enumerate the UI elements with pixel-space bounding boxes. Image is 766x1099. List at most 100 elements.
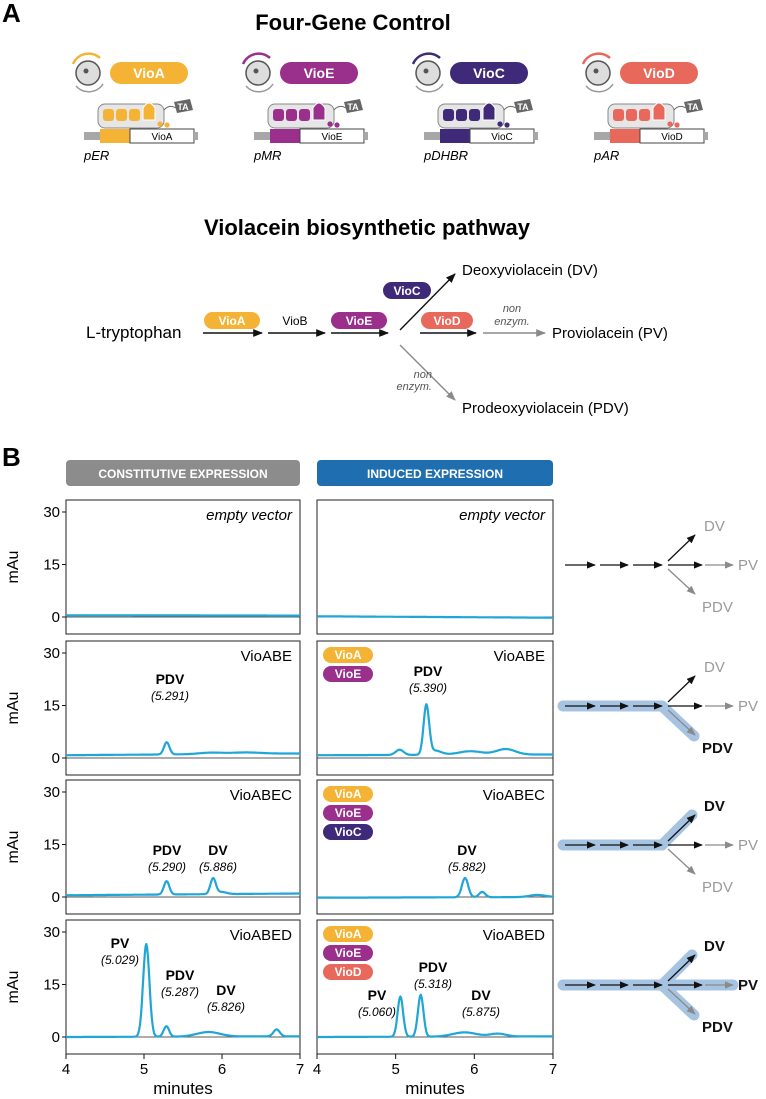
protein-domain bbox=[626, 109, 637, 121]
pathway-chip-vioa-label: VioA bbox=[218, 314, 245, 328]
enzyme-chip bbox=[323, 926, 373, 942]
protein-domain bbox=[129, 109, 140, 121]
y-tick-label: 15 bbox=[43, 557, 60, 574]
ligand-pocket bbox=[312, 102, 326, 121]
pv-product: Proviolacein (PV) bbox=[552, 325, 668, 342]
gene-block-label: VioA bbox=[152, 132, 173, 143]
promoter-block bbox=[100, 129, 130, 143]
pathway-arrow-dv bbox=[399, 273, 456, 331]
chromatogram-trace bbox=[65, 877, 301, 897]
enzyme-chip-label: VioC bbox=[473, 65, 505, 81]
promoter-block bbox=[440, 129, 470, 143]
enzyme-chip bbox=[323, 824, 373, 840]
peak-name-label: DV bbox=[216, 982, 236, 998]
enzyme-chip-label: VioE bbox=[335, 946, 361, 960]
plot-frame bbox=[316, 919, 554, 1055]
pathway-chip-vioc bbox=[383, 282, 431, 299]
schematic-arrow-pdv bbox=[667, 988, 696, 1015]
chromatogram-trace bbox=[316, 993, 554, 1039]
linker bbox=[673, 105, 687, 111]
peak-rt-label: (5.318) bbox=[414, 977, 452, 991]
y-tick-label: 15 bbox=[43, 698, 60, 715]
peak-name-label: PDV bbox=[166, 967, 195, 983]
enzyme-chip bbox=[110, 62, 188, 84]
ligand-dot bbox=[334, 122, 340, 128]
enzyme-chip-label: VioE bbox=[335, 667, 361, 681]
x-tick-label: 4 bbox=[313, 1061, 321, 1078]
y-tick-label: 30 bbox=[43, 924, 60, 941]
ligand-dot bbox=[164, 122, 170, 128]
schematic-arrow-dv bbox=[667, 534, 696, 562]
enzyme-chip bbox=[620, 62, 698, 84]
peak-rt-label: (5.290) bbox=[148, 860, 186, 874]
plot-frame bbox=[316, 640, 554, 776]
construct-label: VioABEC bbox=[483, 787, 545, 804]
construct-label: VioABEC bbox=[230, 787, 292, 804]
cell-icon bbox=[585, 60, 611, 86]
enzyme-chip-label: VioA bbox=[133, 65, 165, 81]
schematic-arrow-pdv bbox=[667, 709, 696, 736]
construct-label: VioABED bbox=[483, 927, 545, 944]
peak-name-label: DV bbox=[208, 842, 228, 858]
y-tick-label: 30 bbox=[43, 504, 60, 521]
schematic-arrow-pdv bbox=[667, 848, 696, 875]
peak-name-label: DV bbox=[471, 987, 491, 1003]
ta-domain bbox=[514, 99, 533, 113]
protein-domain bbox=[103, 109, 114, 121]
y-tick-label: 0 bbox=[52, 1029, 60, 1046]
chromatogram-row: mAu30150VioABEDPV(5.029)PDV(5.287)DV(5.8… bbox=[5, 919, 758, 1055]
chromatogram-trace bbox=[65, 942, 301, 1039]
schematic-dv-label: DV bbox=[704, 659, 725, 676]
cell-icon bbox=[245, 60, 271, 86]
plot-frame bbox=[316, 779, 554, 915]
x-tick-label: 5 bbox=[391, 1061, 399, 1078]
plot-frame bbox=[65, 499, 301, 635]
x-tick-label: 7 bbox=[549, 1061, 557, 1078]
peak-rt-label: (5.826) bbox=[207, 1000, 245, 1014]
enzyme-chip bbox=[280, 62, 358, 84]
panel-a-title: Four-Gene Control bbox=[255, 10, 451, 35]
enzyme-chip-label: VioC bbox=[334, 825, 361, 839]
promoter-block bbox=[270, 129, 300, 143]
ta-domain bbox=[344, 99, 363, 113]
promoter-label: pAR bbox=[593, 148, 619, 163]
ta-domain bbox=[684, 99, 703, 113]
peak-rt-label: (5.060) bbox=[358, 1005, 396, 1019]
pathway-viob-label: VioB bbox=[282, 314, 307, 328]
enzyme-chip-label: VioD bbox=[334, 965, 361, 979]
schematic-pdv-label: PDV bbox=[702, 879, 733, 896]
flux-highlight bbox=[656, 700, 700, 742]
schematic-dv-label: DV bbox=[704, 798, 725, 815]
cell-dot bbox=[83, 68, 89, 74]
enzyme-chip-label: VioA bbox=[334, 927, 361, 941]
enzyme-chip bbox=[323, 945, 373, 961]
rotation-arrow-icon bbox=[245, 83, 274, 93]
peak-name-label: PDV bbox=[153, 842, 182, 858]
x-axis-label-right: minutes bbox=[405, 1079, 465, 1098]
schematic-pdv-label: PDV bbox=[702, 1019, 733, 1036]
dna-spacer bbox=[254, 132, 270, 140]
pdv-product: Prodeoxyviolacein (PDV) bbox=[462, 400, 629, 417]
y-tick-label: 30 bbox=[43, 784, 60, 801]
y-tick-label: 0 bbox=[52, 750, 60, 767]
cell-dot bbox=[253, 68, 259, 74]
peak-rt-label: (5.886) bbox=[199, 860, 237, 874]
protein-domain bbox=[443, 109, 454, 121]
ligand-dot bbox=[327, 121, 333, 127]
linker bbox=[163, 105, 177, 111]
ta-label: TA bbox=[177, 102, 189, 112]
peak-rt-label: (5.882) bbox=[448, 860, 486, 874]
sensor-row: VioATAVioApERVioETAVioEpMRVioCTAVioCpDHB… bbox=[71, 52, 708, 163]
protein-domain bbox=[273, 109, 284, 121]
pathway-chip-vioe-label: VioE bbox=[346, 314, 372, 328]
rotation-arrow-icon bbox=[415, 83, 444, 93]
